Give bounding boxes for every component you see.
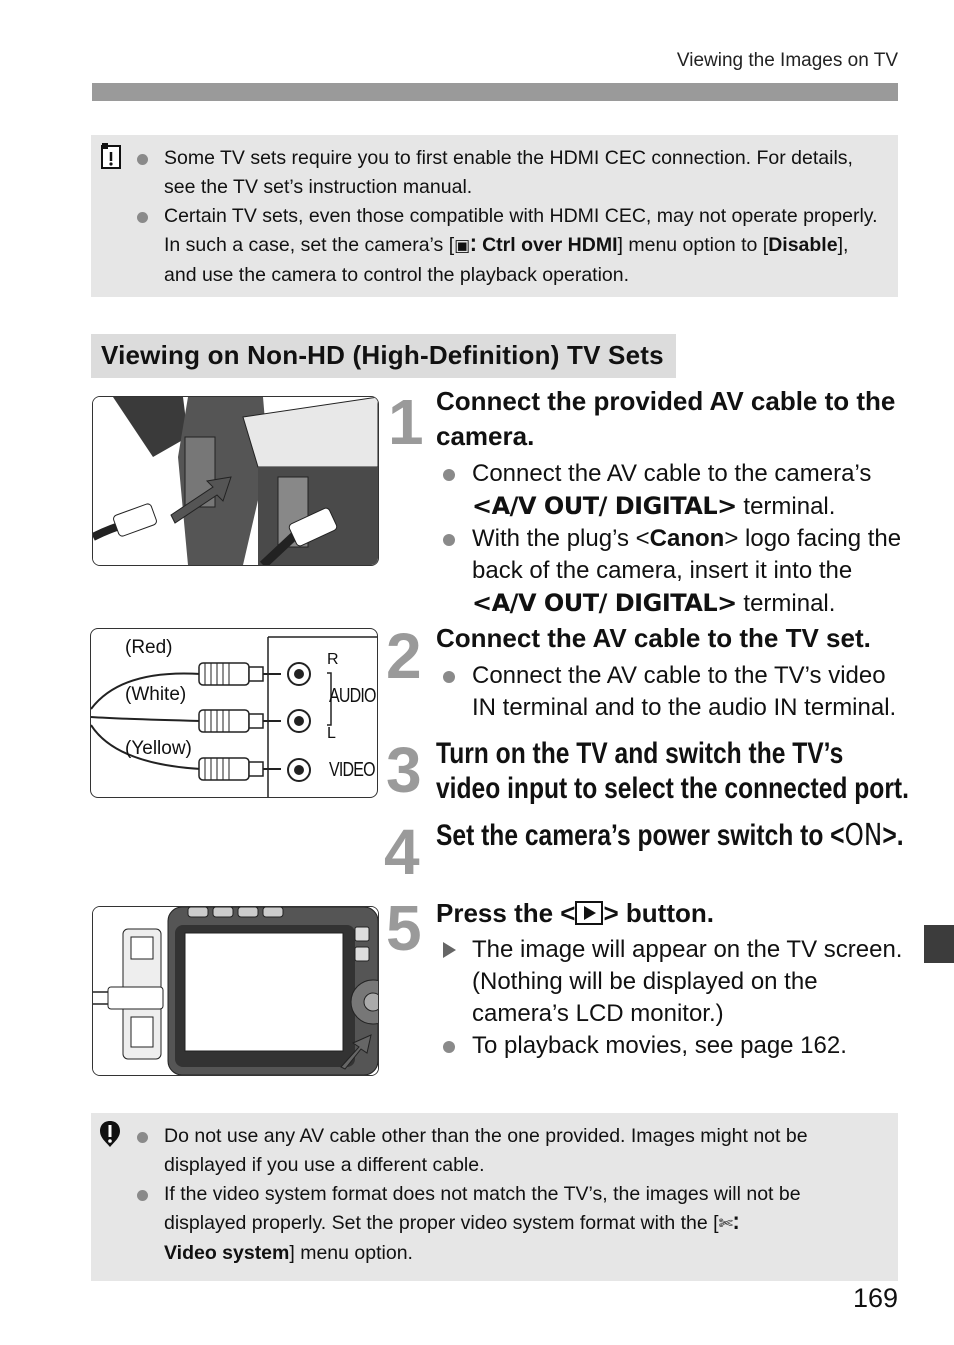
caution-box: Do not use any AV cable other than the o… xyxy=(91,1113,898,1281)
caution-item: If the video system format does not matc… xyxy=(135,1180,880,1268)
step-number: 2 xyxy=(386,620,422,692)
note-item: Certain TV sets, even those compatible w… xyxy=(135,202,880,290)
video-label: VIDEO xyxy=(329,759,376,781)
playback-menu-icon: ▣⁚ xyxy=(454,236,477,256)
camera-av-drawing xyxy=(93,397,378,565)
tv-cable-drawing xyxy=(91,636,377,797)
step-number: 1 xyxy=(388,386,424,458)
section-heading: Viewing on Non-HD (High-Definition) TV S… xyxy=(91,334,676,378)
running-header: Viewing the Images on TV xyxy=(676,50,898,71)
chapter-tab xyxy=(924,925,954,963)
setup-menu-icon: ✄⁚ xyxy=(718,1214,740,1234)
note-box: Some TV sets require you to first enable… xyxy=(91,135,898,297)
tv-terminal-diagram: (Red) (White) (Yellow) R L AUDIO VIDEO xyxy=(90,628,378,798)
step-title: Connect the provided AV cable to the cam… xyxy=(436,386,896,451)
playback-button-icon xyxy=(575,901,604,925)
step-title: Turn on the TV and switch the TV’s xyxy=(436,737,844,770)
camera-av-connection-illustration xyxy=(92,396,379,566)
yellow-cable-label: (Yellow) xyxy=(125,738,192,759)
white-cable-label: (White) xyxy=(125,684,187,705)
step-number: 5 xyxy=(386,892,422,964)
step-bullet: Connect the AV cable to the camera’s <A/… xyxy=(436,458,906,523)
step-bullet: Connect the AV cable to the TV’s video I… xyxy=(436,660,906,724)
camera-back-illustration: Canon xyxy=(92,906,379,1076)
step-bullets: Connect the AV cable to the camera’s <A/… xyxy=(436,458,906,620)
step-bullet: To playback movies, see page 162. xyxy=(436,1030,906,1062)
step-title: Press the <> button. xyxy=(436,898,714,928)
camera-brand-logo: Canon xyxy=(245,1035,274,1046)
note-icon xyxy=(101,143,121,169)
step-bullets: Connect the AV cable to the TV’s video I… xyxy=(436,660,906,724)
caution-list: Do not use any AV cable other than the o… xyxy=(135,1122,880,1268)
caution-item: Do not use any AV cable other than the o… xyxy=(135,1122,880,1180)
step-title-line2: video input to select the connected port… xyxy=(436,772,909,805)
header-bar xyxy=(92,83,898,101)
step-title: Connect the AV cable to the TV set. xyxy=(436,623,871,653)
step-title: Set the camera’s power switch to <ON>. xyxy=(436,818,904,853)
audio-label: AUDIO xyxy=(329,685,376,707)
step-number: 4 xyxy=(384,816,420,888)
step-result: The image will appear on the TV screen. … xyxy=(436,934,906,1030)
caution-icon xyxy=(100,1121,120,1147)
step-number: 3 xyxy=(386,734,422,806)
page-number: 169 xyxy=(852,1283,898,1313)
power-on-label: ON xyxy=(844,818,883,853)
note-list: Some TV sets require you to first enable… xyxy=(135,144,880,290)
right-channel-label: R xyxy=(327,651,339,668)
left-channel-label: L xyxy=(327,725,336,742)
step-bullet: With the plug’s <Canon> logo facing the … xyxy=(436,523,906,620)
step-bullets: The image will appear on the TV screen. … xyxy=(436,934,906,1062)
av-terminal-label: <A/V OUT/ DIGITAL> xyxy=(472,589,737,617)
camera-back-drawing xyxy=(93,907,378,1075)
red-cable-label: (Red) xyxy=(125,637,173,658)
note-item: Some TV sets require you to first enable… xyxy=(135,144,880,202)
av-terminal-label: <A/V OUT/ DIGITAL> xyxy=(472,492,737,520)
